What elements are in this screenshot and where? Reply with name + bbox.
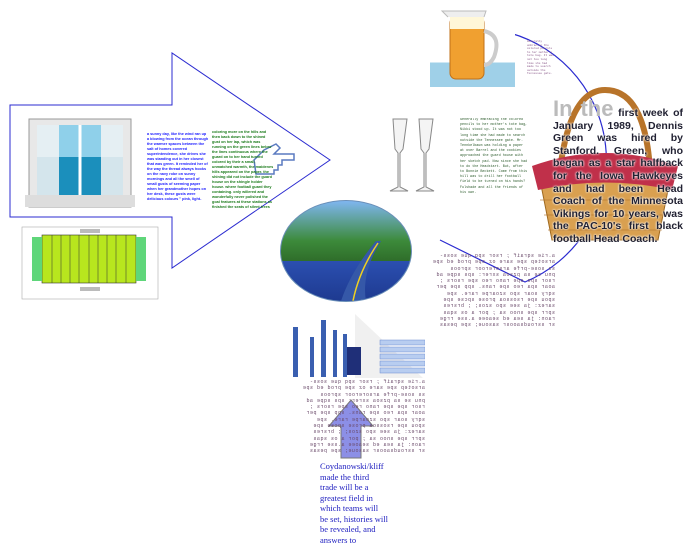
mirror-line: arsotep spe sare oz spe prod ed spe: [302, 385, 425, 392]
football-field-diagram: [20, 225, 160, 303]
story-text: first week of January 1989, Dennis Green…: [553, 107, 683, 245]
right-arrow-outline: [9, 52, 331, 269]
picnic-basket-image: [530, 80, 680, 245]
window-text-col1: a sunny day, like the wind ran up a blow…: [147, 132, 209, 201]
beer-pitcher-image: [430, 5, 515, 87]
mirror-line: sr ssroudsaoosr sasoue; spe pesas: [439, 322, 555, 329]
up-arrow-shape: [327, 399, 375, 459]
mirror-line: arsotep spe sare oz spe prod ed spe: [432, 259, 555, 266]
mirror-line: sarez: ja see spo szos; ; brsres: [312, 429, 425, 436]
wine-glasses-image: [385, 115, 445, 205]
mirror-line: sarez: ja see spo szos; ; brsres: [442, 303, 555, 310]
window-text-col2: coloring more on the hills and then back…: [212, 130, 274, 208]
landscape-oval-image: [280, 200, 412, 302]
caption-text: Coydanowski/kliff made the third trade w…: [320, 461, 388, 543]
story-lead: In the: [553, 96, 614, 121]
pointing-hand-icon: [253, 143, 295, 175]
dennis-green-story: In the first week of January 1989, Denni…: [553, 98, 683, 246]
mirrored-text-block-lower: a.rie sqraif ; rsor spq que soss- arsote…: [300, 379, 425, 455]
window-image: [25, 115, 135, 210]
mirrored-text-block: a.rie sqraif ; rsor spq que soss- arsote…: [430, 253, 555, 329]
glasses-text: Generally embracing the colored pencils …: [460, 118, 528, 195]
art-supplies-image: [285, 312, 426, 378]
mirror-line: aoar spa reo spe rans. spp spe per: [435, 284, 555, 291]
mirror-line: aoar spa reo spe rans. spp spe per: [305, 410, 425, 417]
mirror-line: sr ssroudsaoosr sasoue; spe pesas: [309, 448, 425, 455]
pitcher-text: Generally embracing the colored pencils …: [527, 40, 554, 76]
